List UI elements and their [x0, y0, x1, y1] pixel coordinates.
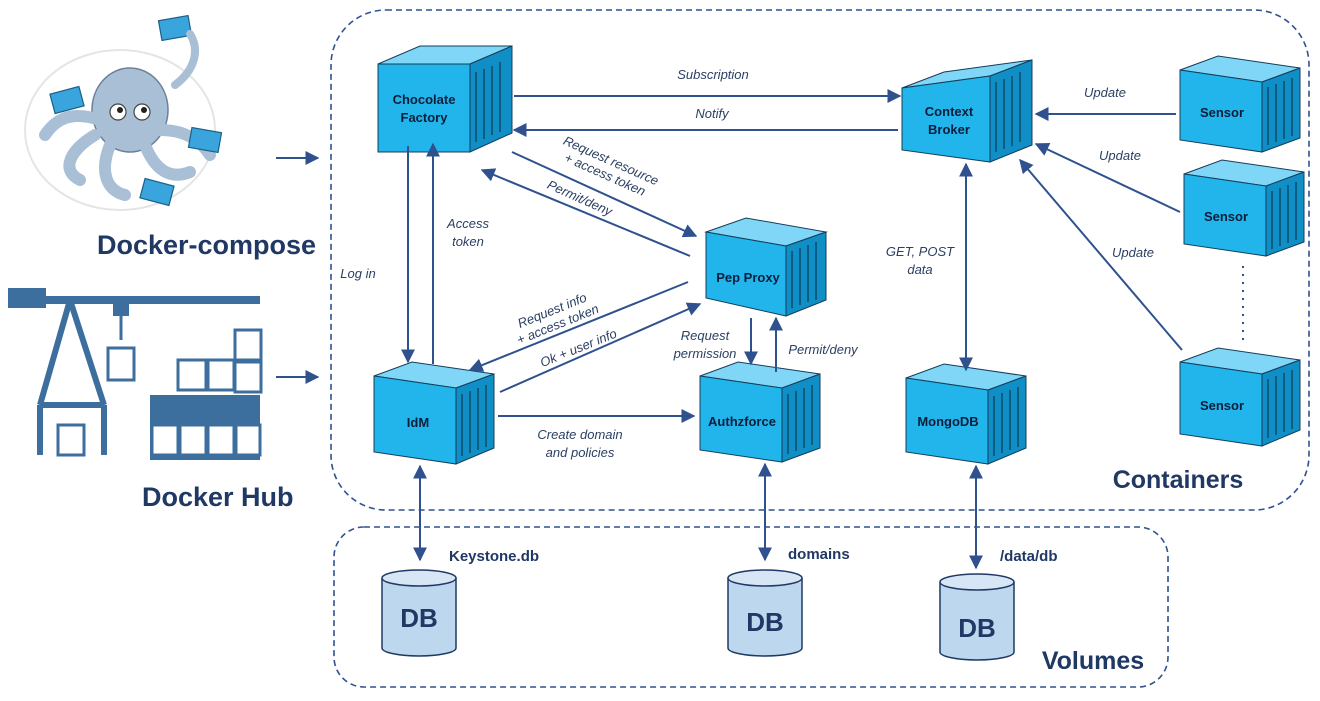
permit-deny-arrow-1 [480, 168, 691, 257]
get-post-label-1: GET, POST [886, 244, 955, 259]
idm-container: IdM [373, 361, 495, 465]
containers-region [330, 9, 1310, 511]
sensor-label-3: Sensor [1200, 398, 1244, 413]
sensor-container-1: Sensor [1179, 55, 1301, 153]
update-arrow-2 [1034, 143, 1181, 213]
docker-compose-octopus-icon [24, 14, 223, 211]
sensor-label-2: Sensor [1204, 209, 1248, 224]
docker-compose-label: Docker-compose [97, 230, 316, 260]
authzforce-container: Authzforce [699, 361, 821, 463]
mongodb-label: MongoDB [917, 414, 978, 429]
authzforce-label: Authzforce [708, 414, 776, 429]
context-broker-label-1: Context [925, 104, 974, 119]
chocolate-factory-container: Chocolate Factory [377, 45, 513, 153]
volumes-region-label: Volumes [1042, 647, 1144, 675]
request-permission-label-2: permission [673, 346, 737, 361]
update-label-1: Update [1084, 85, 1126, 100]
update-label-3: Update [1112, 245, 1154, 260]
idm-label: IdM [407, 415, 429, 430]
db-label-3: DB [958, 613, 996, 643]
keystone-volume-label: Keystone.db [449, 548, 539, 565]
sensor-container-3: Sensor [1179, 347, 1301, 447]
db-label-2: DB [746, 607, 784, 637]
db-label-1: DB [400, 603, 438, 633]
docker-hub-crane-icon [8, 288, 263, 460]
containers-region-label: Containers [1113, 466, 1244, 494]
docker-hub-label: Docker Hub [142, 482, 294, 512]
pep-proxy-label: Pep Proxy [716, 270, 780, 285]
update-arrow-3 [1019, 158, 1183, 351]
context-broker-label-2: Broker [928, 122, 970, 137]
create-domain-label-1: Create domain [537, 427, 622, 442]
chocolate-factory-label-2: Factory [401, 110, 449, 125]
notify-label: Notify [695, 106, 730, 121]
subscription-label: Subscription [677, 67, 749, 82]
sensor-container-2: Sensor [1183, 159, 1305, 257]
data-db-cylinder-icon: DB [939, 573, 1015, 661]
sensor-label-1: Sensor [1200, 105, 1244, 120]
mongodb-container: MongoDB [905, 363, 1027, 465]
update-label-2: Update [1099, 148, 1141, 163]
chocolate-factory-label-1: Chocolate [393, 92, 456, 107]
request-permission-label-1: Request [681, 328, 731, 343]
ok-user-info-arrow [499, 302, 702, 393]
context-broker-container: Context Broker [901, 59, 1033, 163]
request-resource-arrow [511, 151, 698, 238]
pep-proxy-container: Pep Proxy [704, 217, 828, 317]
permit-deny-label-2: Permit/deny [788, 342, 859, 357]
data-db-volume-label: /data/db [1000, 548, 1058, 565]
access-token-label-2: token [452, 234, 484, 249]
log-in-label: Log in [340, 266, 375, 281]
volumes-region [333, 526, 1169, 688]
domains-db-cylinder-icon: DB [727, 569, 803, 657]
domains-volume-label: domains [788, 546, 850, 563]
get-post-label-2: data [907, 262, 932, 277]
keystone-db-cylinder-icon: DB [381, 569, 457, 657]
access-token-label-1: Access [446, 216, 489, 231]
request-info-arrow [468, 281, 689, 372]
create-domain-label-2: and policies [546, 445, 615, 460]
